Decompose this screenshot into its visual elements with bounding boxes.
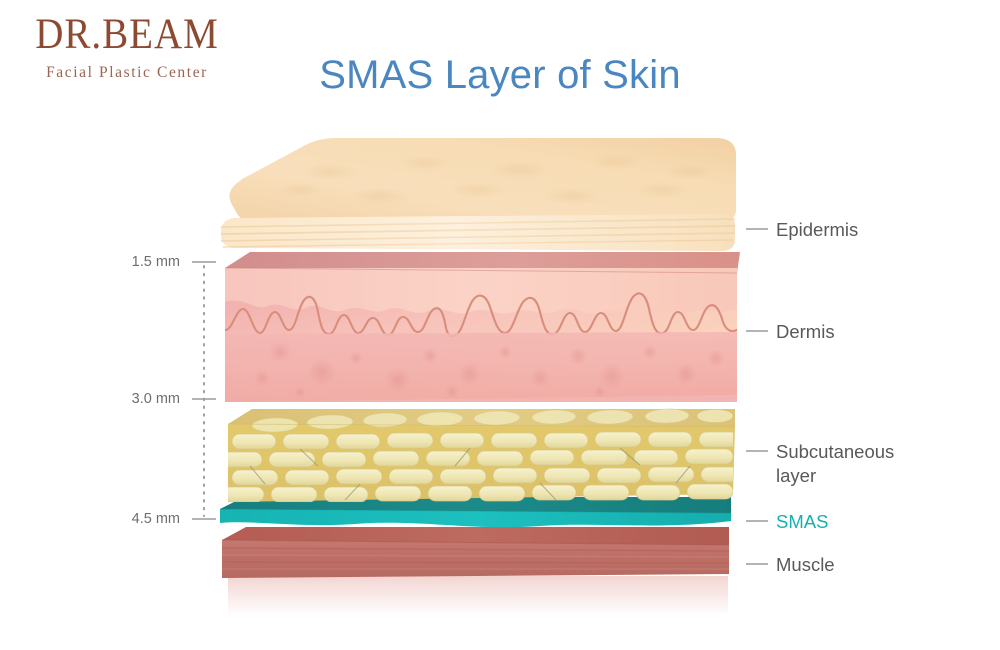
callout-subcutaneous: Subcutaneous layer — [776, 441, 895, 486]
stack-reflection — [228, 576, 728, 616]
layer-muscle — [221, 527, 730, 578]
layer-subcutaneous — [227, 408, 736, 502]
logo-wordmark: DR.BEAM — [35, 9, 219, 58]
callout-leaders — [746, 228, 768, 565]
depth-label-3: 4.5 mm — [131, 511, 180, 527]
depth-label-1: 1.5 mm — [131, 254, 180, 270]
depth-label-2: 3.0 mm — [131, 391, 180, 407]
callout-epidermis: Epidermis — [776, 219, 859, 240]
logo-tagline: Facial Plastic Center — [46, 63, 208, 81]
callout-muscle: Muscle — [776, 554, 835, 575]
layer-dermis — [224, 252, 740, 402]
layer-smas — [219, 497, 732, 528]
callout-dermis: Dermis — [776, 321, 835, 342]
layer-epidermis — [221, 138, 736, 251]
brand-logo: DR.BEAM Facial Plastic Center — [22, 9, 232, 82]
page-title: SMAS Layer of Skin — [319, 53, 681, 97]
depth-scale — [192, 261, 216, 520]
callout-smas: SMAS — [776, 511, 829, 532]
